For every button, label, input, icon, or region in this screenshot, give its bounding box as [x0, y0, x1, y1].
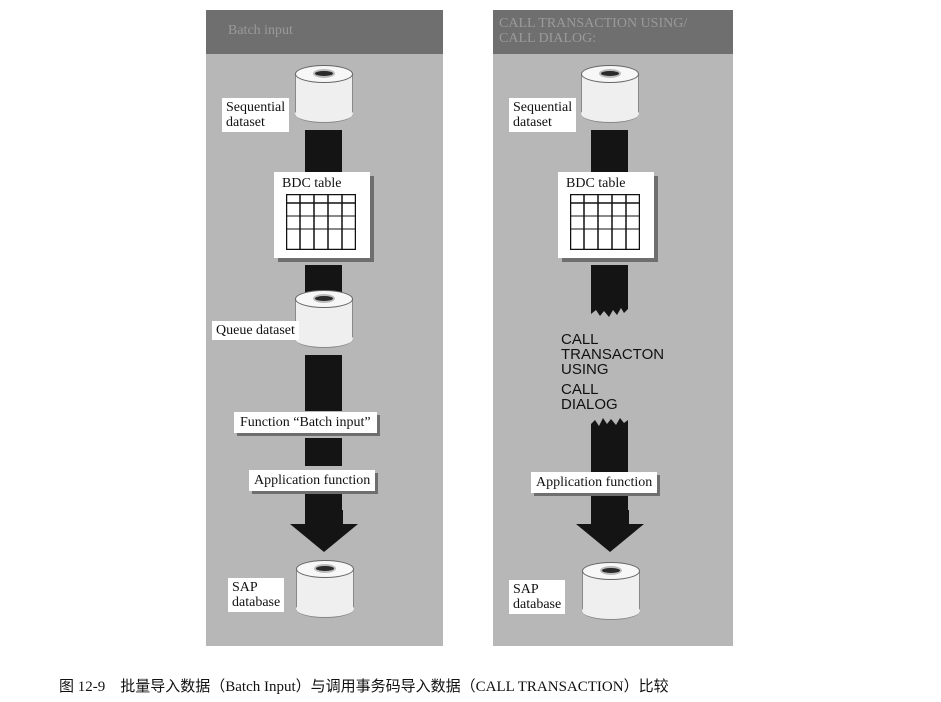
flow-beam [305, 355, 342, 411]
queue-dataset-label: Queue dataset [212, 321, 299, 340]
bdc-table-grid [286, 194, 356, 250]
sap-database-label: SAP database [509, 580, 566, 614]
function-batch-input-label: Function “Batch input” [234, 412, 377, 433]
sap-database-cylinder [296, 560, 354, 618]
call-dialog-text: CALL DIALOG [561, 381, 618, 413]
bdc-table-title: BDC table [566, 176, 626, 191]
sequential-dataset-label: Sequential dataset [509, 98, 577, 132]
sequential-dataset-cylinder [581, 65, 639, 123]
bdc-table-grid [570, 194, 640, 250]
flow-beam [305, 438, 342, 466]
call-transaction-panel: CALL TRANSACTION USING/ CALL DIALOG: Seq… [493, 10, 733, 646]
down-arrow-icon [576, 510, 644, 552]
sap-database-cylinder [582, 562, 640, 620]
bdc-table: BDC table [558, 172, 654, 258]
bdc-table-title: BDC table [282, 176, 342, 191]
flow-beam [305, 130, 342, 180]
down-arrow-icon [290, 510, 358, 552]
torn-flow-beam [591, 265, 628, 317]
queue-dataset-cylinder [295, 290, 353, 348]
batch-input-panel-title: Batch input [206, 10, 443, 54]
torn-flow-beam [591, 418, 628, 474]
call-transaction-using-text: CALL TRANSACTON USING [561, 331, 665, 378]
call-transaction-panel-title: CALL TRANSACTION USING/ CALL DIALOG: [493, 10, 733, 54]
bdc-table: BDC table [274, 172, 370, 258]
sap-database-label: SAP database [228, 578, 285, 612]
application-function-label: Application function [249, 470, 376, 491]
sequential-dataset-cylinder [295, 65, 353, 123]
figure-caption: 图 12-9 批量导入数据（Batch Input）与调用事务码导入数据（CAL… [59, 679, 669, 695]
flow-beam [305, 494, 342, 512]
batch-input-panel: Batch input Sequential dataset BDC table… [206, 10, 443, 646]
sequential-dataset-label: Sequential dataset [222, 98, 290, 132]
flow-beam [591, 130, 628, 180]
flow-beam [591, 496, 628, 512]
application-function-label: Application function [531, 472, 658, 493]
